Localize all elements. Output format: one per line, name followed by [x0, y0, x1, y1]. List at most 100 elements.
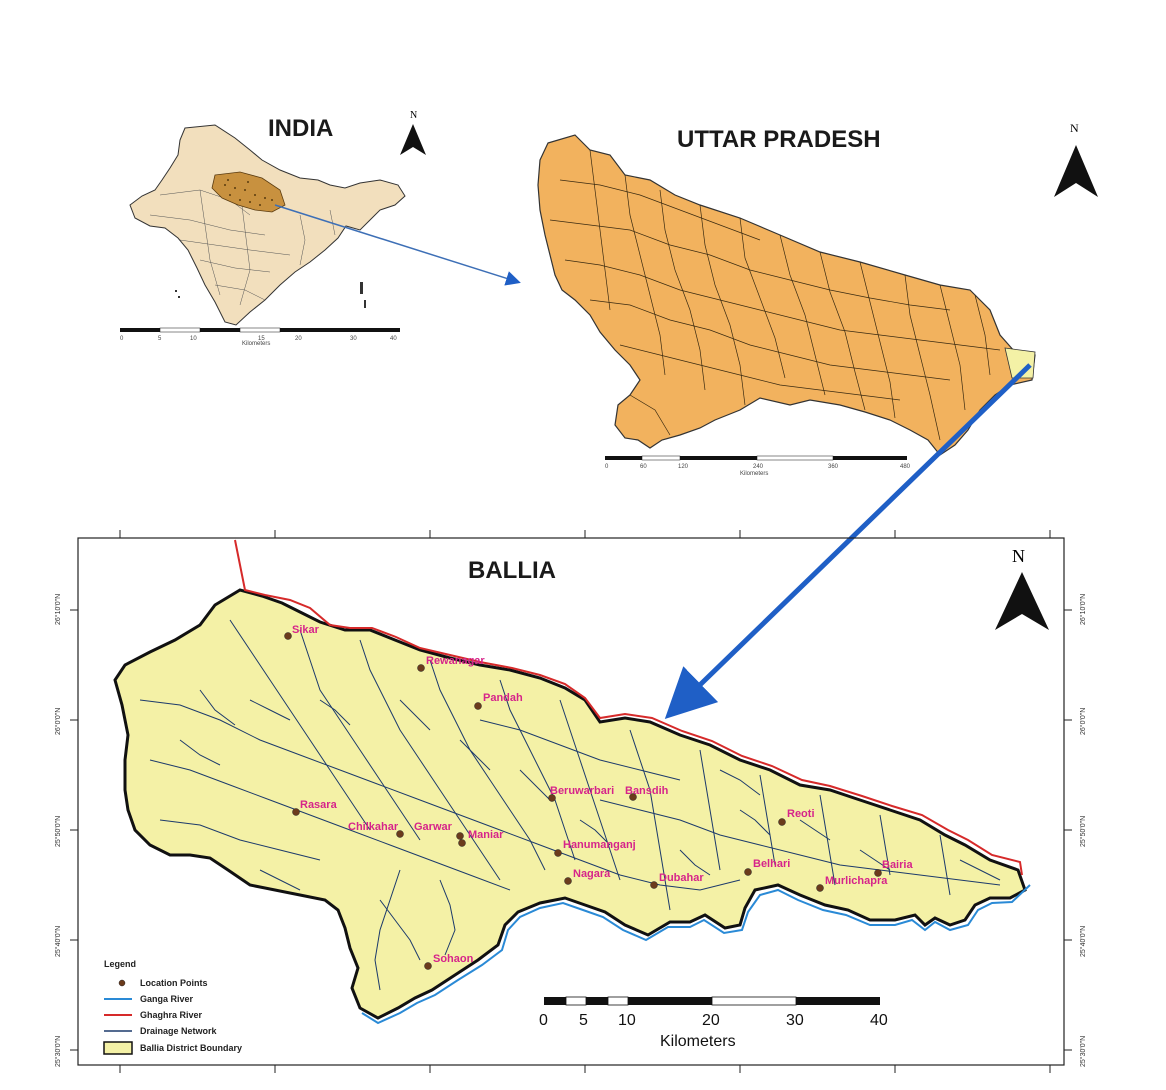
india-title: INDIA: [268, 115, 333, 142]
location-point: [874, 869, 882, 877]
ballia-map: 26°10'0"N 26°0'0"N 25°50'0"N 25°40'0"N 2…: [54, 530, 1087, 1073]
drainage-network: [139, 619, 1001, 991]
location-point: [816, 884, 824, 892]
location-point: [778, 818, 786, 826]
up-scale-unit: Kilometers: [740, 471, 768, 477]
location-point: [396, 830, 404, 838]
place-label: Rasara: [300, 799, 338, 811]
legend: Legend Location Points Ganga River Ghagh…: [103, 959, 242, 1055]
india-scale-tick: 30: [350, 336, 357, 342]
lat-label: 25°50'0"N: [54, 816, 62, 847]
scale-tick: 0: [539, 1012, 548, 1029]
up-scale-tick: 120: [678, 464, 689, 470]
lat-label-right: 26°0'0"N: [1079, 708, 1087, 735]
ballia-north-arrow: N: [995, 546, 1049, 630]
lat-label-right: 25°40'0"N: [1079, 926, 1087, 957]
ballia-district-boundary: [113, 588, 1027, 1020]
india-outline: [129, 124, 406, 326]
legend-label: Location Points: [140, 978, 208, 988]
up-scale-tick: 0: [605, 464, 609, 470]
place-label: Pandah: [483, 692, 523, 704]
location-point: [456, 832, 464, 840]
place-label: Murlichapra: [825, 875, 888, 887]
scale-tick: 10: [618, 1012, 636, 1029]
location-point: [548, 794, 556, 802]
place-label: Rewanagar: [426, 655, 485, 667]
place-label: Dubahar: [659, 872, 704, 884]
india-up-highlight: [211, 171, 286, 213]
lat-label-right: 26°10'0"N: [1079, 594, 1087, 625]
india-north-label: N: [410, 110, 417, 121]
india-inset: 0 5 10 15 20 30 40 Kilometers INDIA N: [120, 110, 426, 347]
ballia-scale-bar: 0 5 10 20 30 40 Kilometers: [539, 996, 888, 1050]
up-inset: UTTAR PRADESH N 0 60 120 240 360 480 Kil…: [537, 121, 1098, 477]
up-scale-tick: 360: [828, 464, 839, 470]
scale-tick: 20: [702, 1012, 720, 1029]
location-point: [284, 632, 292, 640]
location-point: [424, 962, 432, 970]
up-scale-tick: 240: [753, 464, 764, 470]
place-label: Nagara: [573, 868, 611, 880]
legend-label: Drainage Network: [140, 1026, 218, 1036]
location-point: [564, 877, 572, 885]
location-point: [417, 664, 425, 672]
place-label: Maniar: [468, 829, 504, 841]
legend-title: Legend: [104, 959, 136, 969]
place-label: Belhari: [753, 858, 790, 870]
location-point: [458, 839, 466, 847]
up-scale-tick: 60: [640, 464, 647, 470]
legend-label: Ghaghra River: [140, 1010, 203, 1020]
lat-label-right: 25°30'0"N: [1079, 1036, 1087, 1067]
lat-label-right: 25°50'0"N: [1079, 816, 1087, 847]
legend-label: Ganga River: [140, 994, 194, 1004]
up-north-label: N: [1070, 121, 1079, 135]
ganga-river: [361, 884, 1031, 1025]
place-label: Garwar: [414, 821, 453, 833]
place-label: Hanumanganj: [563, 839, 636, 851]
up-scale-bar: 0 60 120 240 360 480 Kilometers: [605, 455, 911, 477]
india-scale-unit: Kilometers: [242, 341, 270, 347]
legend-label: Ballia District Boundary: [140, 1043, 242, 1053]
location-point: [554, 849, 562, 857]
place-label: Bairia: [882, 859, 913, 871]
location-point: [744, 868, 752, 876]
india-scale-tick: 10: [190, 336, 197, 342]
location-point: [292, 808, 300, 816]
legend-boundary-symbol: [103, 1041, 133, 1055]
place-label: Reoti: [787, 808, 815, 820]
place-label: Chilkahar: [348, 821, 399, 833]
location-point: [474, 702, 482, 710]
place-label: Sohaon: [433, 953, 474, 965]
lat-label: 26°10'0"N: [54, 594, 62, 625]
ballia-title: BALLIA: [468, 557, 556, 584]
india-scale-tick: 5: [158, 336, 162, 342]
location-point: [629, 793, 637, 801]
india-scale-bar: 0 5 10 15 20 30 40 Kilometers: [120, 327, 400, 347]
india-to-up-arrow: [274, 204, 521, 286]
up-outline: [537, 134, 1036, 456]
up-scale-tick: 480: [900, 464, 911, 470]
up-title: UTTAR PRADESH: [677, 126, 881, 153]
up-north-arrow: N: [1054, 121, 1098, 197]
india-north-arrow: N: [400, 110, 426, 155]
india-scale-tick: 0: [120, 336, 124, 342]
india-scale-tick: 15: [258, 336, 265, 342]
india-scale-tick: 40: [390, 336, 397, 342]
scale-tick: 5: [579, 1012, 588, 1029]
place-label: Beruwarbari: [550, 785, 614, 797]
place-label: Bansdih: [625, 785, 669, 797]
lat-label: 26°0'0"N: [54, 708, 62, 735]
location-point: [650, 881, 658, 889]
place-label: Sikar: [292, 624, 320, 636]
india-scale-tick: 20: [295, 336, 302, 342]
lat-label: 25°40'0"N: [54, 926, 62, 957]
scale-tick: 30: [786, 1012, 804, 1029]
legend-point-symbol: [118, 979, 126, 987]
lat-label: 25°30'0"N: [54, 1036, 62, 1067]
scale-unit: Kilometers: [660, 1033, 736, 1050]
scale-tick: 40: [870, 1012, 888, 1029]
ghaghra-river: [234, 539, 1023, 876]
location-points: [284, 632, 882, 970]
ballia-frame: [77, 537, 1065, 1066]
